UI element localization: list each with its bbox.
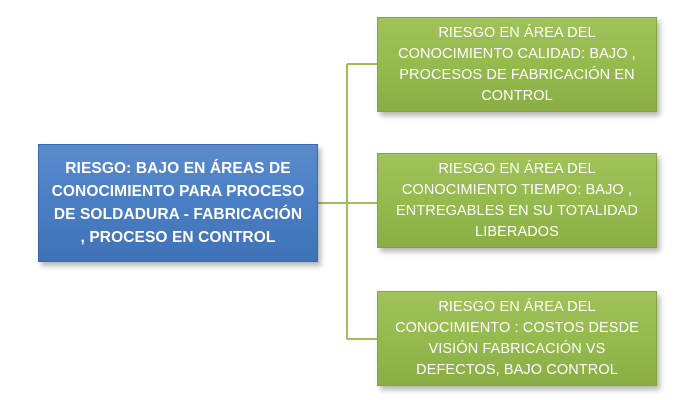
leaf-node-calidad-text: RIESGO EN ÁREA DEL CONOCIMIENTO CALIDAD:… [398, 24, 636, 104]
leaf-node-costos-text: RIESGO EN ÁREA DEL CONOCIMIENTO : COSTOS… [395, 298, 639, 378]
leaf-node-calidad: RIESGO EN ÁREA DEL CONOCIMIENTO CALIDAD:… [377, 17, 657, 112]
root-node-text: RIESGO: BAJO EN ÁREAS DE CONOCIMIENTO PA… [51, 160, 305, 246]
leaf-node-tiempo-text: RIESGO EN ÁREA DEL CONOCIMIENTO TIEMPO: … [395, 160, 638, 240]
leaf-node-tiempo: RIESGO EN ÁREA DEL CONOCIMIENTO TIEMPO: … [377, 153, 657, 248]
root-node: RIESGO: BAJO EN ÁREAS DE CONOCIMIENTO PA… [38, 144, 318, 262]
leaf-node-costos: RIESGO EN ÁREA DEL CONOCIMIENTO : COSTOS… [377, 291, 657, 386]
